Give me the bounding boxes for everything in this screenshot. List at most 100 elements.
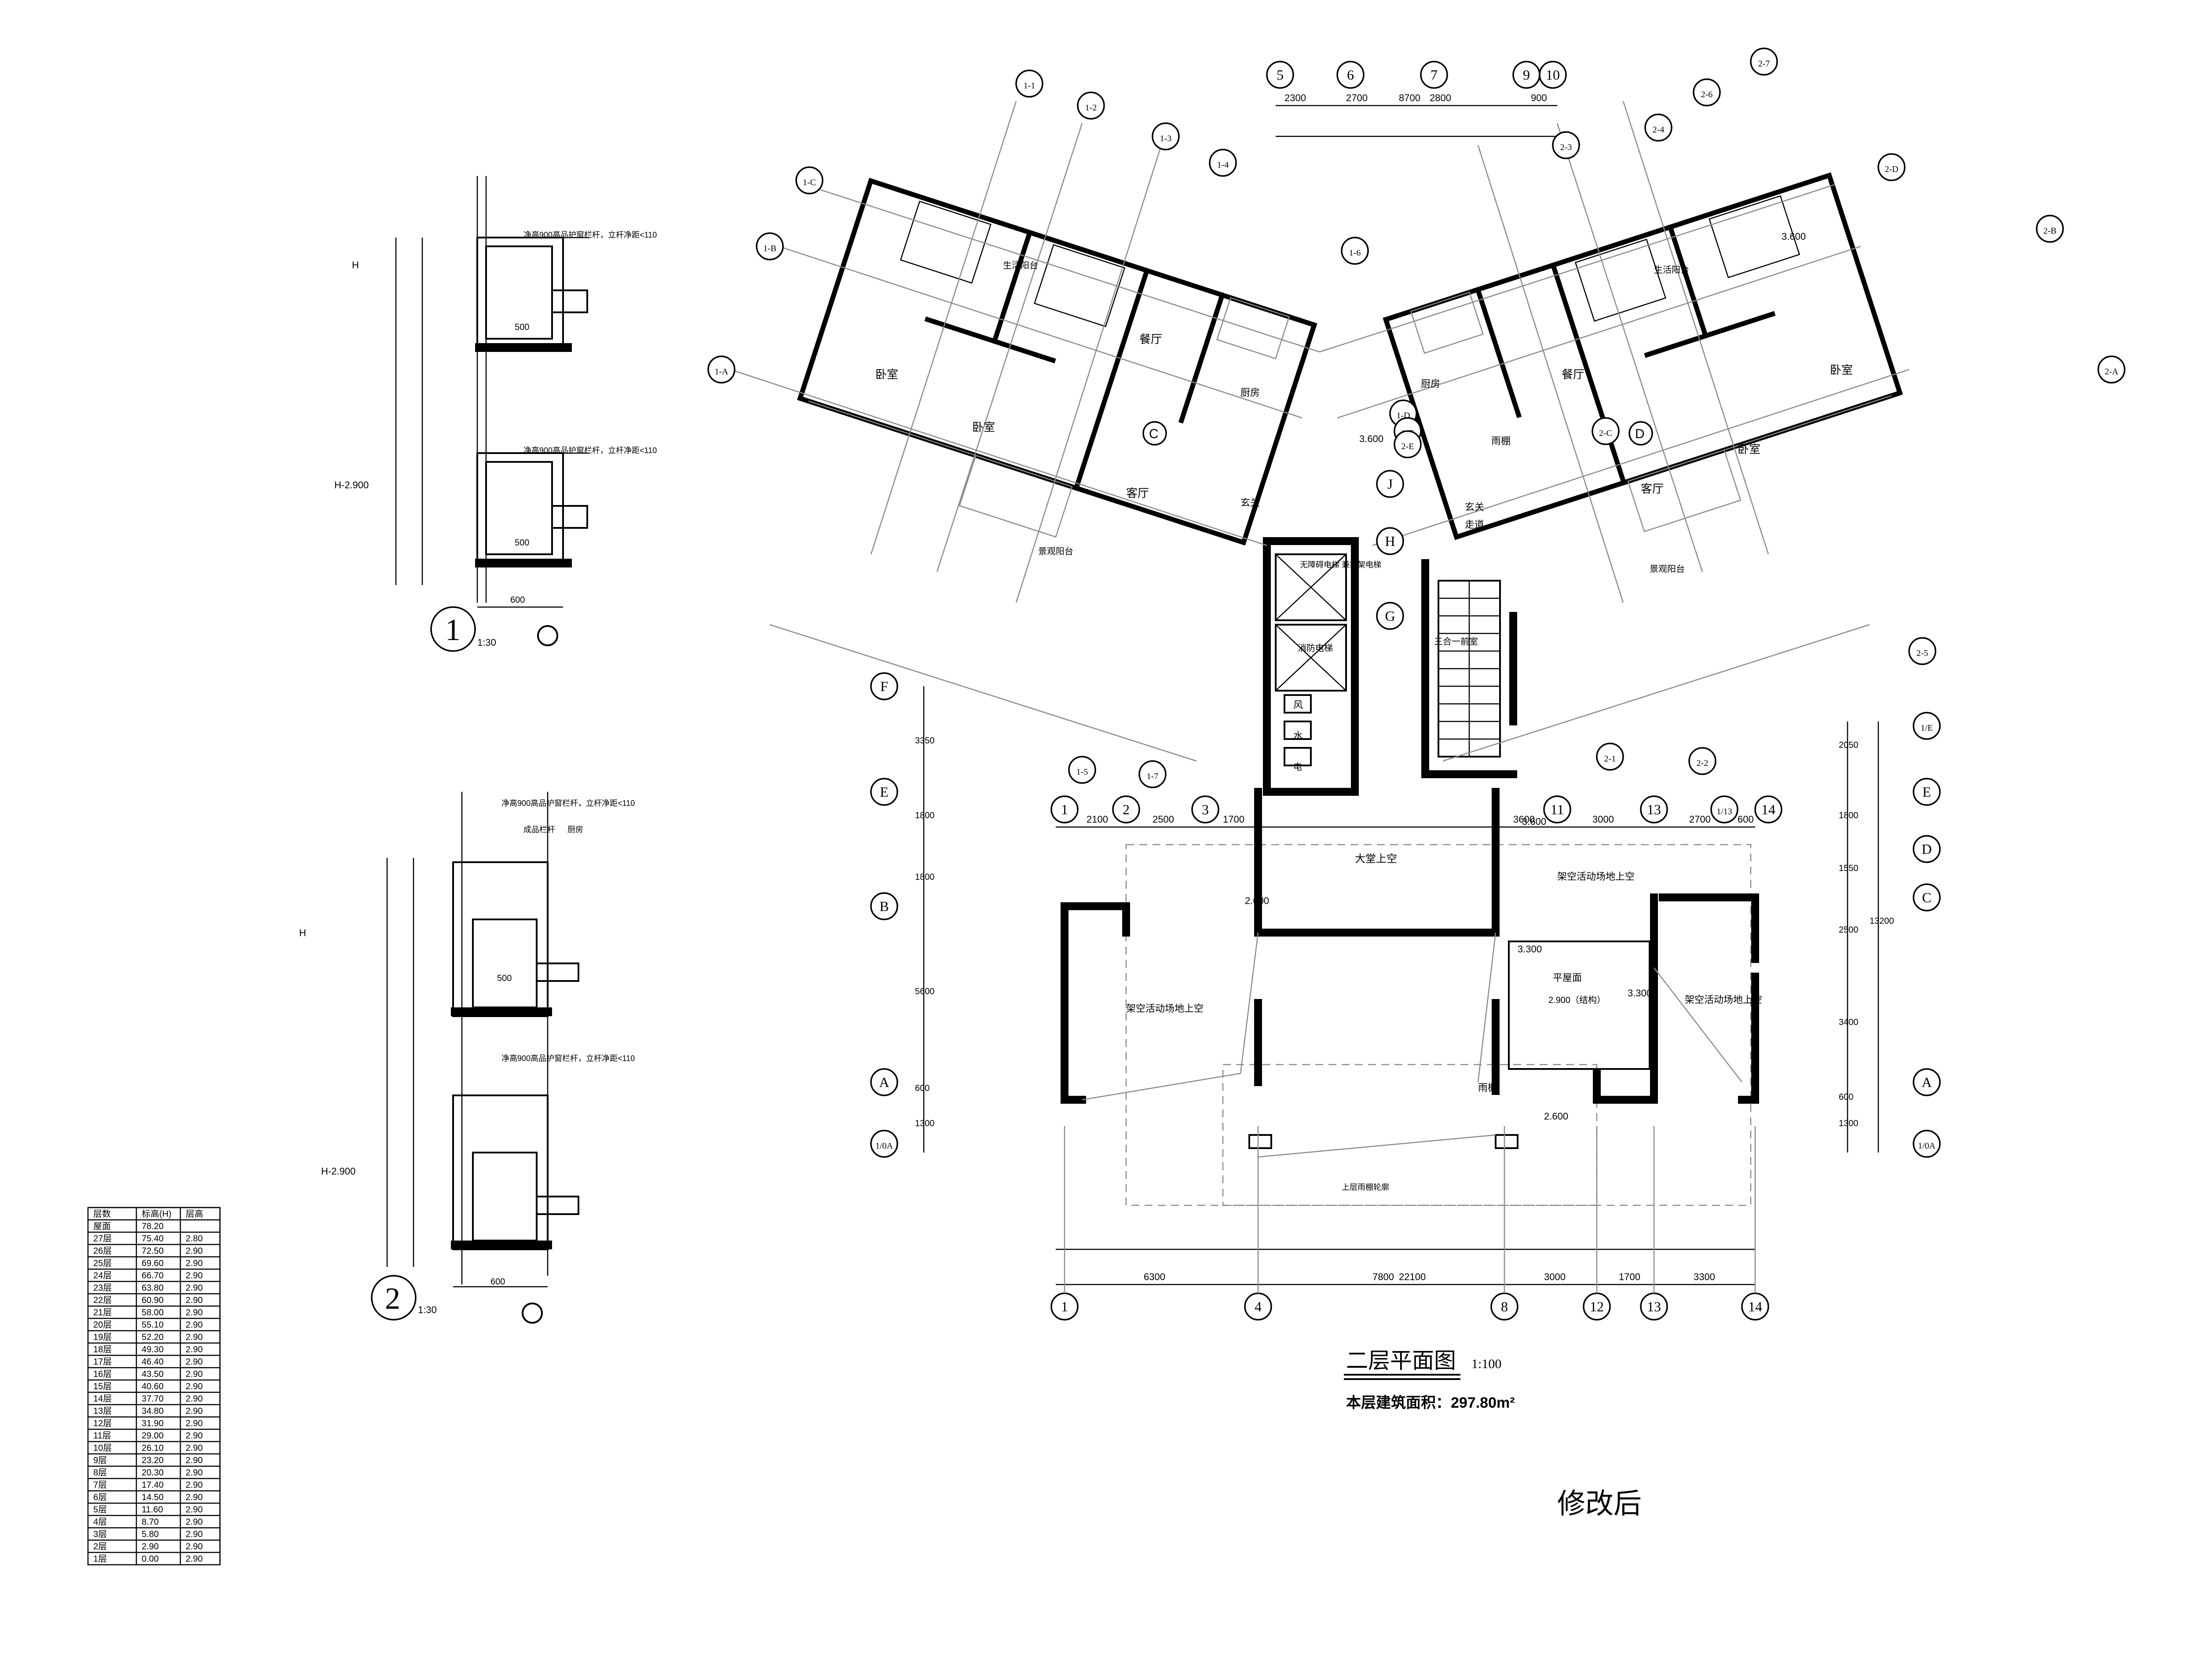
axis-lw-6-label: 1-7: [1147, 772, 1159, 781]
dim-lines: [923, 105, 1879, 1285]
axis-mid-2-label: 3: [1202, 802, 1209, 817]
dim-bottom-2: 7800: [1372, 1271, 1394, 1282]
axis-lw-9: [707, 355, 735, 384]
axis-top-5: [1266, 61, 1294, 89]
axis-right-4-label: A: [1921, 1074, 1932, 1090]
detail-2-width: 600: [490, 1277, 505, 1287]
axis-bottom-1-label: 1: [1061, 1299, 1068, 1314]
table-cell: 2层: [93, 1542, 107, 1552]
wing-grid-left: [730, 101, 1320, 762]
drawing-title: 二层平面图: [1346, 1348, 1456, 1373]
table-cell: 17.40: [142, 1480, 164, 1490]
axis-rw-2: [1908, 637, 1936, 665]
table-cell: 2.90: [186, 1345, 203, 1354]
table-cell: 2.90: [186, 1296, 203, 1305]
axis-top-10-label: 10: [1546, 67, 1560, 83]
table-cell: 0.00: [142, 1554, 159, 1564]
dim-top-0: 8700: [1399, 92, 1420, 103]
table-cell: 2.90: [186, 1320, 203, 1330]
axis-rw-4: [1552, 131, 1580, 159]
axis-lw-5: [1341, 237, 1369, 265]
axis-core-J: [1376, 470, 1404, 498]
table-cell: 43.50: [142, 1369, 164, 1379]
dim-top-3: 2800: [1430, 92, 1451, 103]
axis-right-0: [1913, 712, 1941, 740]
table-cell: 37.70: [142, 1394, 164, 1404]
axis-rw-4-label: 2-3: [1560, 143, 1572, 152]
room-roof: 平屋面: [1553, 972, 1582, 983]
room-wind: 风: [1293, 699, 1303, 710]
elevation-5: 3.600: [1782, 231, 1806, 242]
table-cell: 5层: [93, 1505, 107, 1515]
dim-right-5: 600: [1839, 1092, 1853, 1102]
axis-left-1: [870, 778, 898, 806]
axis-lw-0-label: 1-1: [1024, 81, 1035, 91]
table-cell: 6层: [93, 1493, 107, 1502]
table-cell: 11.60: [142, 1505, 163, 1515]
axis-mid-3: [1543, 795, 1571, 824]
axis-left-2: [870, 892, 898, 920]
room-void-right-top: 架空活动场地上空: [1557, 871, 1635, 882]
elevation-0: 3.600: [1359, 433, 1383, 444]
detail-2-note-1: 净高900高品护窗栏杆，立杆净距<110: [501, 799, 635, 808]
unit-d-label: D: [1635, 427, 1645, 441]
table-cell: 34.80: [142, 1406, 164, 1416]
room-bedroom-4: 卧室: [1738, 443, 1760, 456]
axis-bottom-12-label: 12: [1590, 1299, 1604, 1314]
elevation-1: 2.600: [1245, 895, 1269, 906]
table-cell: 27层: [93, 1234, 112, 1244]
table-header-cell: 层高: [186, 1209, 203, 1219]
detail-2-elev-h: H: [299, 927, 306, 938]
axis-rw-1: [1693, 78, 1721, 106]
table-cell: 2.90: [186, 1480, 203, 1490]
axis-lw-7: [795, 166, 823, 194]
table-cell: 58.00: [142, 1308, 164, 1318]
axis-mid-0-label: 1: [1061, 802, 1068, 817]
axis-rw-6: [1596, 743, 1624, 771]
axis-rw-5: [1688, 747, 1716, 775]
axis-mid-4-label: 13: [1647, 802, 1661, 817]
detail-2-label-a: 成品栏杆: [523, 825, 555, 834]
table-cell: 4层: [93, 1517, 107, 1527]
detail-1-note-2: 净高900高品护窗栏杆，立杆净距<110: [523, 446, 657, 455]
axis-top-9-label: 9: [1523, 67, 1530, 83]
axis-top-7-label: 7: [1431, 67, 1438, 83]
table-cell: 20.30: [142, 1468, 164, 1478]
room-bedroom-2: 卧室: [972, 421, 995, 434]
table-cell: 2.90: [186, 1357, 203, 1367]
dim-bottom-4: 1700: [1619, 1271, 1640, 1282]
dim-bottom-3: 3000: [1544, 1271, 1566, 1282]
table-cell: 46.40: [142, 1357, 164, 1367]
table-cell: 15层: [93, 1382, 112, 1391]
axis-rw-8-label: 2-B: [2043, 226, 2056, 236]
dim-mid-6: 600: [1738, 814, 1754, 825]
axis-right-1: [1913, 778, 1941, 806]
axis-core-J-label: J: [1387, 476, 1393, 492]
axis-lw-3-label: 1-4: [1217, 160, 1229, 170]
detail-1-elev-h: H: [352, 260, 359, 271]
room-balcony-living-c: 景观阳台: [1038, 546, 1073, 556]
axis-rw-11: [1394, 430, 1422, 458]
axis-lw-5-label: 1-6: [1349, 248, 1361, 258]
dim-left-2: 1800: [915, 872, 935, 882]
axis-right-0-label: 1/E: [1921, 723, 1933, 733]
table-cell: 2.90: [186, 1443, 203, 1453]
axis-lw-8: [756, 232, 784, 260]
axis-left-4: [870, 1130, 898, 1158]
elevation-4: 2.600: [1544, 1111, 1568, 1122]
axis-rw-9: [2097, 355, 2126, 384]
axis-lw-3: [1209, 149, 1237, 177]
table-cell: 17层: [93, 1357, 112, 1367]
title-block: 二层平面图 1:100 本层建筑面积：297.80m² 修改后: [1344, 1348, 1642, 1519]
axis-rw-7-label: 2-D: [1884, 165, 1898, 174]
table-cell: 26.10: [142, 1443, 164, 1453]
detail-1-inner-2: 500: [515, 538, 529, 548]
detail-1: 净高900高品护窗栏杆，立杆净距<110 净高900高品护窗栏杆，立杆净距<11…: [334, 176, 657, 652]
axis-lw-7-label: 1-C: [803, 178, 816, 187]
axis-rw-11-label: 2-E: [1401, 442, 1414, 451]
room-balcony-living-d: 景观阳台: [1650, 564, 1685, 574]
room-stair-front: 三合一前室: [1434, 637, 1478, 647]
table-cell: 69.60: [142, 1259, 164, 1268]
axis-mid-1-label: 2: [1123, 802, 1130, 817]
axis-top-5-label: 5: [1277, 67, 1284, 83]
